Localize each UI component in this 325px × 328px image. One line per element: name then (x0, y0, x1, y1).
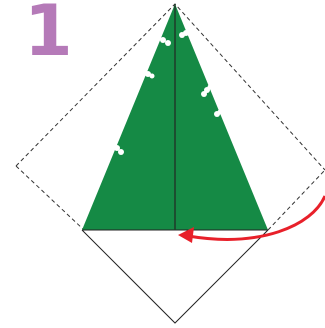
paper-bottom-outline (82, 230, 268, 323)
step-number: 1 (24, 0, 73, 72)
snow-dot (160, 37, 166, 43)
snow-dot (201, 91, 207, 97)
snow-dot (183, 30, 189, 36)
snow-dot (150, 74, 155, 79)
snow-dot (208, 85, 213, 90)
snow-dot (165, 40, 171, 46)
snow-dot (218, 110, 223, 115)
snow-dot (118, 149, 124, 155)
